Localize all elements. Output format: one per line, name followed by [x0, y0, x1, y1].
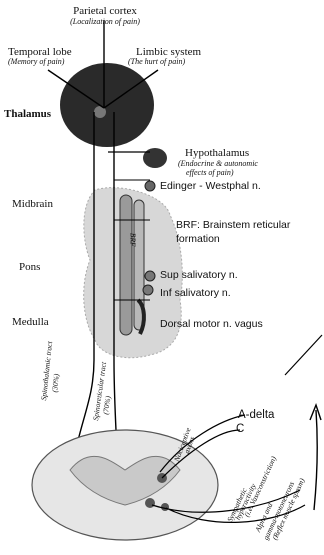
hypothalamus-shape — [143, 148, 167, 168]
label-c-fiber: C — [236, 424, 244, 436]
label-temporal-sub: (Memory of pain) — [8, 58, 64, 66]
label-dorsal-motor: Dorsal motor n. vagus — [160, 319, 263, 330]
label-hypothalamus-sub2: effects of pain) — [186, 169, 234, 177]
sup-salivatory-nucleus — [145, 271, 155, 281]
thalamus-shape — [60, 63, 154, 147]
label-brf-1: BRF: Brainstem reticular — [176, 220, 290, 231]
label-spinothalamic-pct: (30%) — [51, 373, 60, 392]
label-midbrain: Midbrain — [12, 199, 53, 210]
label-hypothalamus-sub1: (Endocrine & autonomic — [178, 160, 258, 168]
label-brf-2: formation — [176, 234, 220, 245]
brf-column-1 — [120, 195, 132, 335]
label-a-delta: A-delta — [238, 410, 274, 422]
label-limbic-sub: (The hurt of pain) — [128, 58, 185, 66]
label-pons: Pons — [19, 262, 40, 273]
corner-marker — [285, 335, 322, 375]
label-edinger: Edinger - Westphal n. — [160, 181, 261, 192]
label-inf-salivatory: Inf salivatory n. — [160, 288, 231, 299]
inf-salivatory-nucleus — [143, 285, 153, 295]
ventral-horn-neuron-2 — [161, 503, 169, 511]
label-brf-vertical: BRF — [129, 233, 137, 247]
label-medulla: Medulla — [12, 317, 49, 328]
label-sup-salivatory: Sup salivatory n. — [160, 270, 238, 281]
label-parietal: Parietal cortex — [70, 6, 140, 17]
edinger-westphal-nucleus — [145, 181, 155, 191]
label-hypothalamus: Hypothalamus — [185, 148, 249, 159]
label-thalamus: Thalamus — [4, 109, 51, 120]
upward-arrow — [310, 405, 321, 510]
label-parietal-sub: (Localization of pain) — [60, 18, 150, 26]
ventral-horn-neuron-1 — [145, 498, 155, 508]
